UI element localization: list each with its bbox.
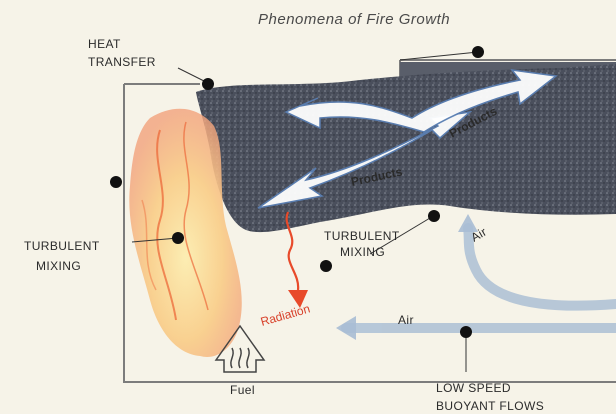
turbulent-mid-label-1: TURBULENT (324, 229, 400, 243)
marker-radiation (320, 260, 332, 272)
marker-heat-transfer (202, 78, 214, 90)
radiation-label: Radiation (259, 301, 312, 328)
low-speed-label-2: BUOYANT FLOWS (436, 399, 544, 413)
marker-left-wall (110, 176, 122, 188)
turbulent-left-label-2: MIXING (36, 259, 81, 273)
marker-low-speed (460, 326, 472, 338)
turbulent-mid-label-2: MIXING (340, 245, 385, 259)
diagram-title: Phenomena of Fire Growth (258, 11, 450, 28)
fuel-label: Fuel (230, 383, 255, 397)
marker-turbulent-left (172, 232, 184, 244)
marker-top-right (472, 46, 484, 58)
marker-turbulent-mid (428, 210, 440, 222)
heat-transfer-label-1: HEAT (88, 37, 121, 51)
air-flow (346, 228, 616, 328)
air-arrowhead-lower (336, 316, 356, 340)
air-lower-label: Air (398, 313, 414, 327)
low-speed-label-1: LOW SPEED (436, 381, 511, 395)
turbulent-left-label-1: TURBULENT (24, 239, 100, 253)
heat-transfer-label-2: TRANSFER (88, 55, 156, 69)
